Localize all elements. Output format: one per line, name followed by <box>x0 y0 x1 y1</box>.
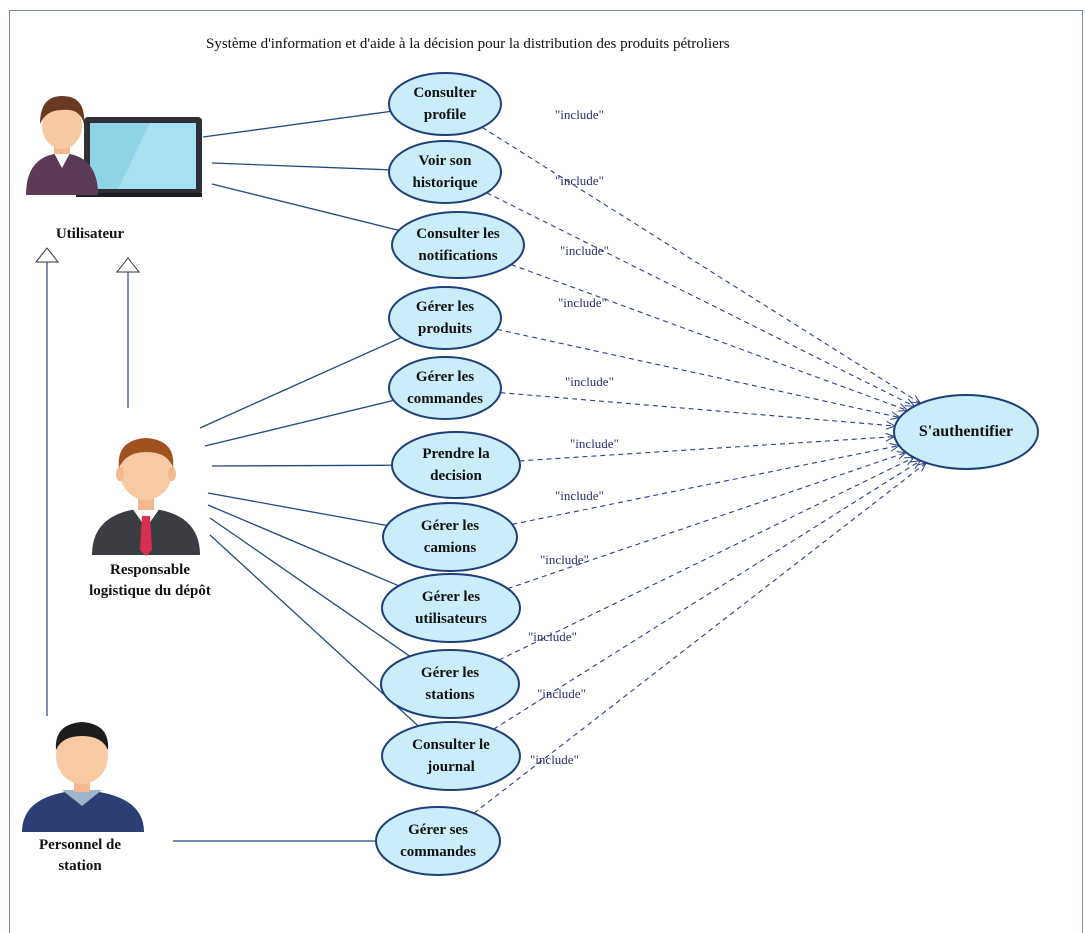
use-case-gerer_commandes[interactable] <box>388 356 502 420</box>
actor-label-responsable: Responsable logistique du dépôt <box>89 562 211 599</box>
use-case-label-consulter_profile: Consulter profile <box>413 85 477 123</box>
include-label: "include" <box>565 374 614 389</box>
use-case-label-gerer_utilisateurs: Gérer les utilisateurs <box>415 589 487 627</box>
association-lines <box>173 110 419 842</box>
use-case-label-gerer_ses_commandes: Gérer ses commandes <box>400 822 476 860</box>
use-case-label-gerer_stations: Gérer les stations <box>420 665 480 703</box>
include-consulter_profile <box>481 126 920 403</box>
use-case-label-gerer_camions: Gérer les camions <box>420 518 480 556</box>
use-case-authentifier[interactable] <box>893 394 1039 470</box>
association-gerer_stations <box>209 517 411 657</box>
association-consulter_profile <box>202 110 391 138</box>
association-gerer_commandes <box>204 399 394 447</box>
include-lines <box>473 126 926 814</box>
include-label: "include" <box>530 752 579 767</box>
personnel-actor-icon <box>22 722 144 832</box>
use-case-label-authentifier: S'authentifier <box>918 423 1014 440</box>
use-case-label-consulter_journal: Consulter le journal <box>412 737 490 775</box>
actor-label-personnel: Personnel de station <box>38 837 122 874</box>
use-case-label-gerer_commandes: Gérer les commandes <box>407 369 483 407</box>
use-case-gerer_utilisateurs[interactable] <box>381 573 521 643</box>
association-gerer_utilisateurs <box>207 504 399 587</box>
use-case-label-prendre_decision: Prendre la decision <box>422 446 490 484</box>
include-label: "include" <box>555 173 604 188</box>
use-case-voir_historique[interactable] <box>388 140 502 204</box>
include-label: "include" <box>540 552 589 567</box>
use-case-label-voir_historique: Voir son historique <box>412 153 478 191</box>
utilisateur-actor-icon <box>26 96 202 197</box>
include-label: "include" <box>555 488 604 503</box>
include-voir_historique <box>486 192 915 406</box>
include-gerer_utilisateurs <box>507 452 906 590</box>
include-gerer_produits <box>496 328 900 417</box>
association-voir_historique <box>211 162 390 171</box>
include-label: "include" <box>537 686 586 701</box>
use-case-gerer_produits[interactable] <box>388 286 502 350</box>
actor-label-utilisateur: Utilisateur <box>55 226 125 242</box>
include-consulter_notifications <box>510 264 907 411</box>
use-case-consulter_notifications[interactable] <box>391 211 525 279</box>
association-gerer_produits <box>199 336 402 429</box>
include-gerer_camions <box>512 446 899 525</box>
system-boundary <box>9 10 1083 933</box>
diagram-title: Système d'information et d'aide à la déc… <box>206 36 730 52</box>
include-label: "include" <box>570 436 619 451</box>
include-gerer_commandes <box>500 392 895 426</box>
association-prendre_decision <box>211 464 393 467</box>
use-case-label-consulter_notifications: Consulter les notifications <box>416 226 500 264</box>
use-case-consulter_profile[interactable] <box>388 72 502 136</box>
use-case-consulter_journal[interactable] <box>381 721 521 791</box>
use-case-gerer_camions[interactable] <box>382 502 518 572</box>
responsable-actor-icon <box>92 438 200 556</box>
association-consulter_notifications <box>211 183 400 231</box>
generalization-responsable-to-utilisateur <box>115 257 141 408</box>
include-label: "include" <box>560 243 609 258</box>
association-gerer_camions <box>207 492 388 527</box>
use-case-prendre_decision[interactable] <box>391 431 521 499</box>
include-gerer_stations <box>498 457 914 661</box>
include-label: "include" <box>528 629 577 644</box>
use-case-gerer_ses_commandes[interactable] <box>375 806 501 876</box>
use-case-label-gerer_produits: Gérer les produits <box>415 299 475 337</box>
include-label: "include" <box>558 295 607 310</box>
use-case-ellipses <box>375 72 1039 876</box>
use-case-gerer_stations[interactable] <box>380 649 520 719</box>
include-label: "include" <box>555 107 604 122</box>
generalization-personnel-to-utilisateur <box>34 247 60 716</box>
include-consulter_journal <box>493 461 921 730</box>
